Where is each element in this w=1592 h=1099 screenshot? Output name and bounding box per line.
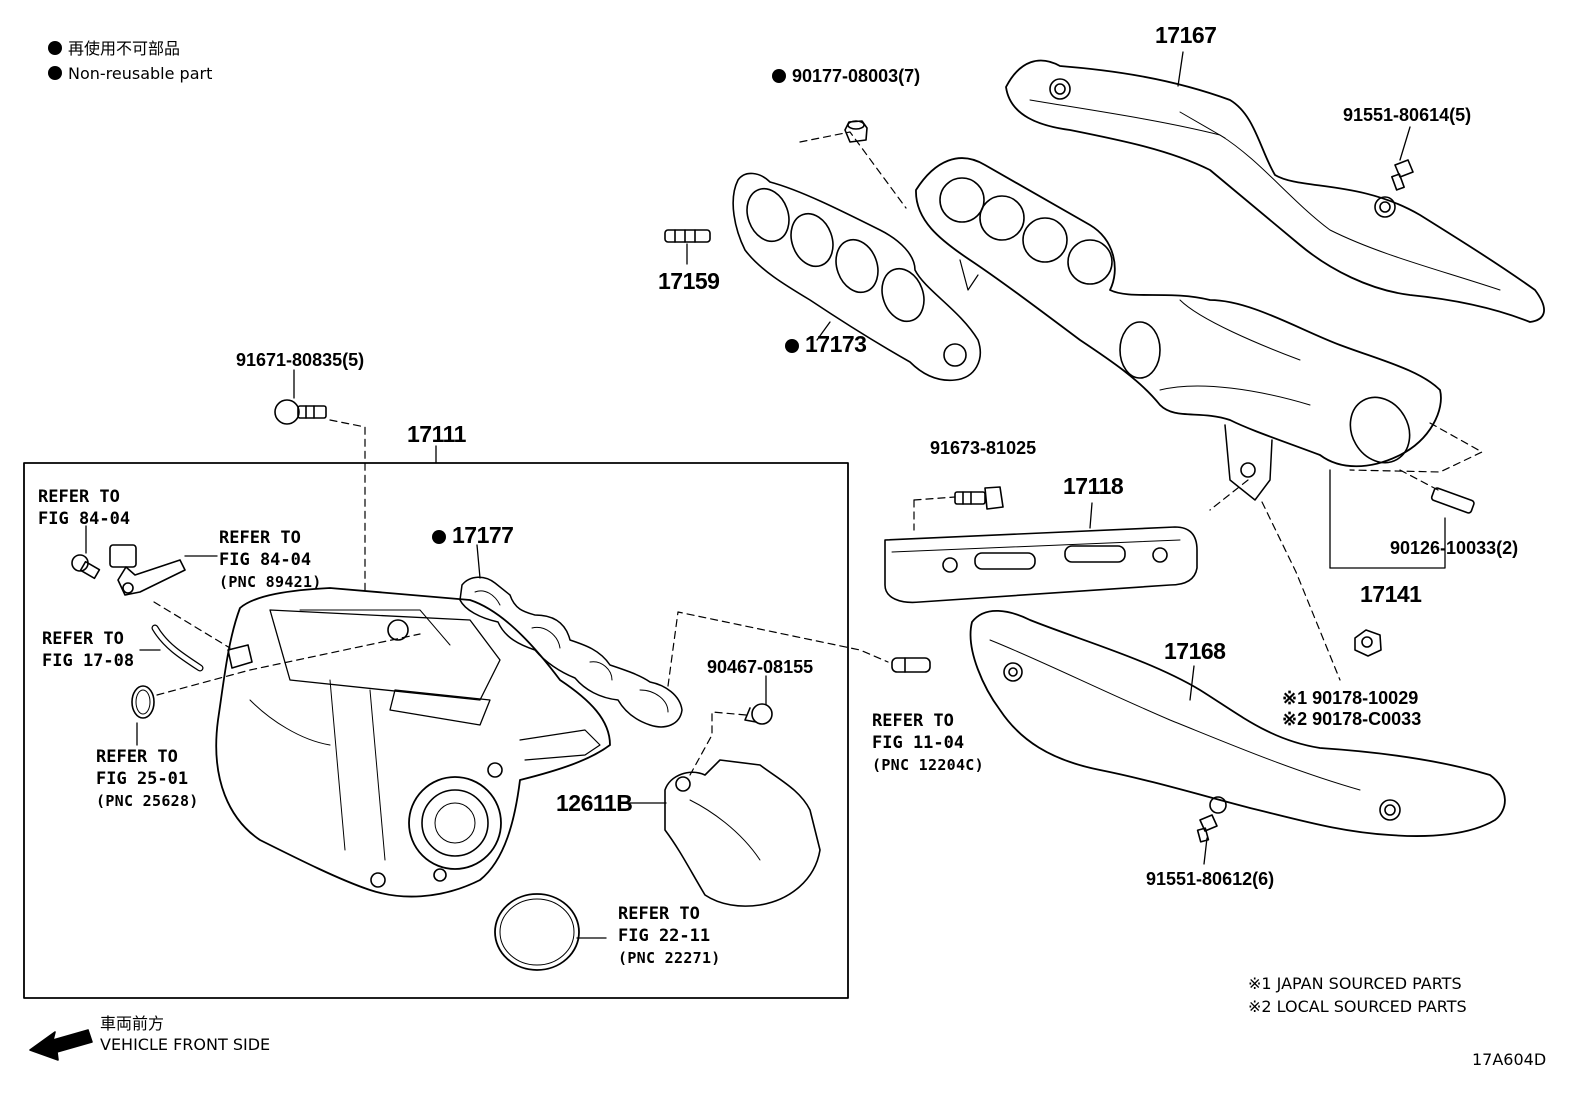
part-91551-80614: 91551-80614(5) bbox=[1343, 105, 1472, 125]
cover-12611b bbox=[664, 759, 821, 907]
ref-17-08-l1: REFER TO bbox=[42, 629, 124, 649]
part-90178-10029: ※1 90178-10029 bbox=[1282, 689, 1418, 707]
ref-84-04-a-l1: REFER TO bbox=[38, 487, 120, 507]
bolt-91551-80614 bbox=[1391, 159, 1414, 191]
ref-11-04-l1: REFER TO bbox=[872, 711, 954, 731]
ref-84-04-b-l2: FIG 84-04 bbox=[219, 550, 312, 570]
part-17167: 17167 bbox=[1155, 22, 1217, 48]
legend-ja: 再使用不可部品 bbox=[48, 41, 180, 57]
ref-22-11-l2: FIG 22-11 bbox=[618, 926, 711, 946]
bolt-91551-80612 bbox=[1196, 814, 1218, 843]
part-90178-c0033: ※2 90178-C0033 bbox=[1282, 710, 1421, 728]
exhaust-gasket bbox=[732, 172, 981, 382]
ref-25-01-l2: FIG 25-01 bbox=[96, 769, 189, 789]
ref-fig-25-01: REFER TO FIG 25-01 (PNC 25628) bbox=[96, 746, 199, 812]
sensor-11-04 bbox=[891, 657, 931, 673]
note-local-sourced: ※2 LOCAL SOURCED PARTS bbox=[1248, 997, 1467, 1016]
part-17111: 17111 bbox=[407, 421, 466, 447]
part-17168: 17168 bbox=[1164, 638, 1226, 664]
part-90177: 90177-08003(7) bbox=[772, 67, 920, 85]
mark-1: ※1 bbox=[1282, 688, 1308, 708]
note-japan-sourced: ※1 JAPAN SOURCED PARTS bbox=[1248, 974, 1462, 993]
part-17118: 17118 bbox=[1063, 473, 1124, 499]
ref-fig-11-04: REFER TO FIG 11-04 (PNC 12204C) bbox=[872, 710, 984, 776]
ref-fig-22-11: REFER TO FIG 22-11 (PNC 22271) bbox=[618, 903, 721, 969]
ref-fig-84-04-a: REFER TO FIG 84-04 bbox=[38, 486, 130, 530]
ref-17-08-l2: FIG 17-08 bbox=[42, 651, 135, 671]
legend-ja-text: 再使用不可部品 bbox=[68, 39, 181, 58]
oring-25-01 bbox=[131, 685, 155, 719]
intake-gasket bbox=[459, 576, 683, 728]
legend-en-text: Non-reusable part bbox=[68, 64, 213, 83]
bolt-84-04 bbox=[71, 554, 101, 580]
part-17173-text: 17173 bbox=[805, 331, 867, 357]
ref-25-01-l1: REFER TO bbox=[96, 747, 178, 767]
part-17141: 17141 bbox=[1360, 581, 1422, 607]
part-91551-80612: 91551-80612(6) bbox=[1146, 869, 1275, 889]
part-91673: 91673-81025 bbox=[930, 438, 1037, 458]
ref-84-04-a-l2: FIG 84-04 bbox=[38, 509, 131, 529]
stud-90126 bbox=[1430, 487, 1475, 514]
sensor-84-04 bbox=[109, 544, 186, 596]
part-17177: 17177 bbox=[432, 522, 514, 548]
upper-heat-insulator bbox=[1005, 59, 1545, 323]
bolt-91673 bbox=[954, 486, 1004, 510]
direction-ja: 車両前方 bbox=[100, 1014, 165, 1033]
part-90467: 90467-08155 bbox=[707, 657, 814, 677]
legend-en: Non-reusable part bbox=[48, 66, 212, 82]
ref-11-04-l2: FIG 11-04 bbox=[872, 733, 965, 753]
dashed-lines bbox=[153, 131, 1483, 776]
leader-lines bbox=[85, 51, 1446, 939]
part-90178-10029-text: 90178-10029 bbox=[1312, 688, 1419, 708]
part-17177-text: 17177 bbox=[452, 522, 514, 548]
part-17173: 17173 bbox=[785, 331, 867, 357]
ref-25-01-pnc: (PNC 25628) bbox=[96, 792, 199, 810]
intake-manifold bbox=[215, 587, 611, 898]
direction-en: VEHICLE FRONT SIDE bbox=[100, 1035, 271, 1054]
ref-11-04-pnc: (PNC 12204C) bbox=[872, 756, 984, 774]
nut-90177 bbox=[844, 120, 868, 143]
part-90178-c0033-text: 90178-C0033 bbox=[1312, 709, 1422, 729]
ref-fig-84-04-b: REFER TO FIG 84-04 (PNC 89421) bbox=[219, 527, 322, 593]
ref-22-11-pnc: (PNC 22271) bbox=[618, 949, 721, 967]
front-direction-arrow bbox=[29, 1029, 93, 1061]
bolt-91671 bbox=[274, 399, 327, 425]
ref-22-11-l1: REFER TO bbox=[618, 904, 700, 924]
part-12611b: 12611B bbox=[556, 790, 633, 816]
lower-heat-insulator bbox=[969, 609, 1506, 837]
manifold-stay bbox=[884, 526, 1198, 604]
stud-17159 bbox=[664, 229, 711, 243]
clip-90467 bbox=[744, 703, 773, 725]
ref-fig-17-08: REFER TO FIG 17-08 bbox=[42, 628, 134, 672]
part-17159: 17159 bbox=[658, 268, 720, 294]
part-91671: 91671-80835(5) bbox=[236, 350, 365, 370]
part-90126: 90126-10033(2) bbox=[1390, 538, 1519, 558]
ref-84-04-b-l1: REFER TO bbox=[219, 528, 301, 548]
ref-84-04-b-pnc: (PNC 89421) bbox=[219, 573, 322, 591]
part-90177-text: 90177-08003(7) bbox=[792, 66, 921, 86]
exhaust-manifold bbox=[915, 157, 1442, 501]
nut-90178 bbox=[1354, 629, 1382, 657]
ring-22-11 bbox=[494, 893, 580, 971]
figure-code: 17A604D bbox=[1472, 1050, 1547, 1069]
mark-2: ※2 bbox=[1282, 709, 1308, 729]
